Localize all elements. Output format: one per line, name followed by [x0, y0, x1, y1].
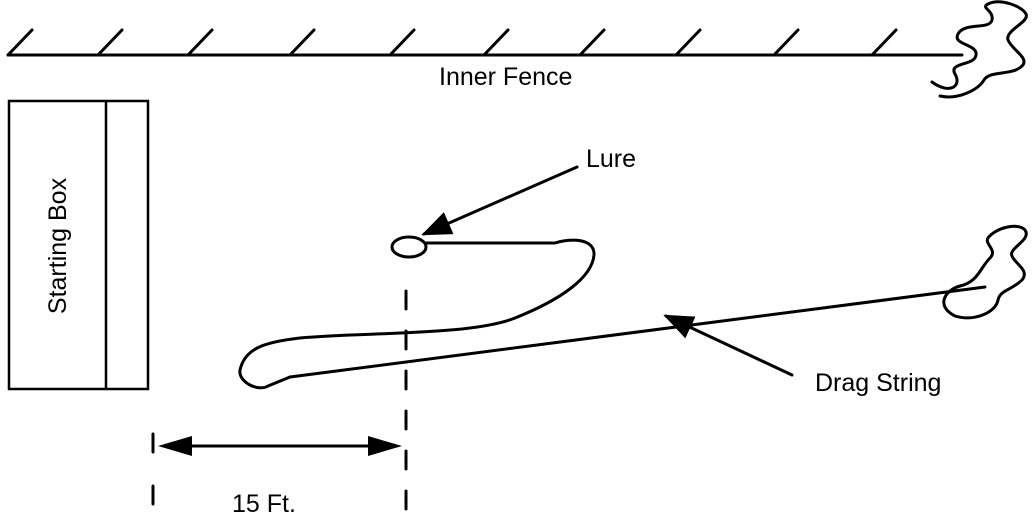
drag-string-assembly: Drag String	[288, 224, 1028, 397]
starting-box: Starting Box	[7, 99, 150, 391]
distance-arrow-right-head	[368, 436, 402, 456]
lure-arrow	[421, 165, 579, 236]
drag-string-arrow	[663, 314, 794, 377]
fence-hatches	[6, 28, 898, 57]
lure-label: Lure	[586, 145, 636, 173]
starting-box-outline	[7, 99, 150, 391]
starting-box-label: Starting Box	[44, 177, 72, 314]
drag-string-label: Drag String	[815, 369, 941, 397]
lure-string	[238, 238, 596, 390]
drag-string-squiggle	[942, 224, 1028, 320]
lure	[390, 235, 428, 259]
lure-assembly: Lure	[238, 145, 636, 390]
distance-label: 15 Ft.	[232, 490, 296, 518]
distance-arrow-left-head	[158, 436, 192, 456]
drag-string	[288, 285, 987, 379]
distance-marker: 15 Ft.	[151, 289, 408, 518]
inner-fence: Inner Fence	[6, 0, 1028, 99]
fence-break-squiggle	[930, 0, 1028, 99]
inner-fence-label: Inner Fence	[439, 63, 572, 91]
